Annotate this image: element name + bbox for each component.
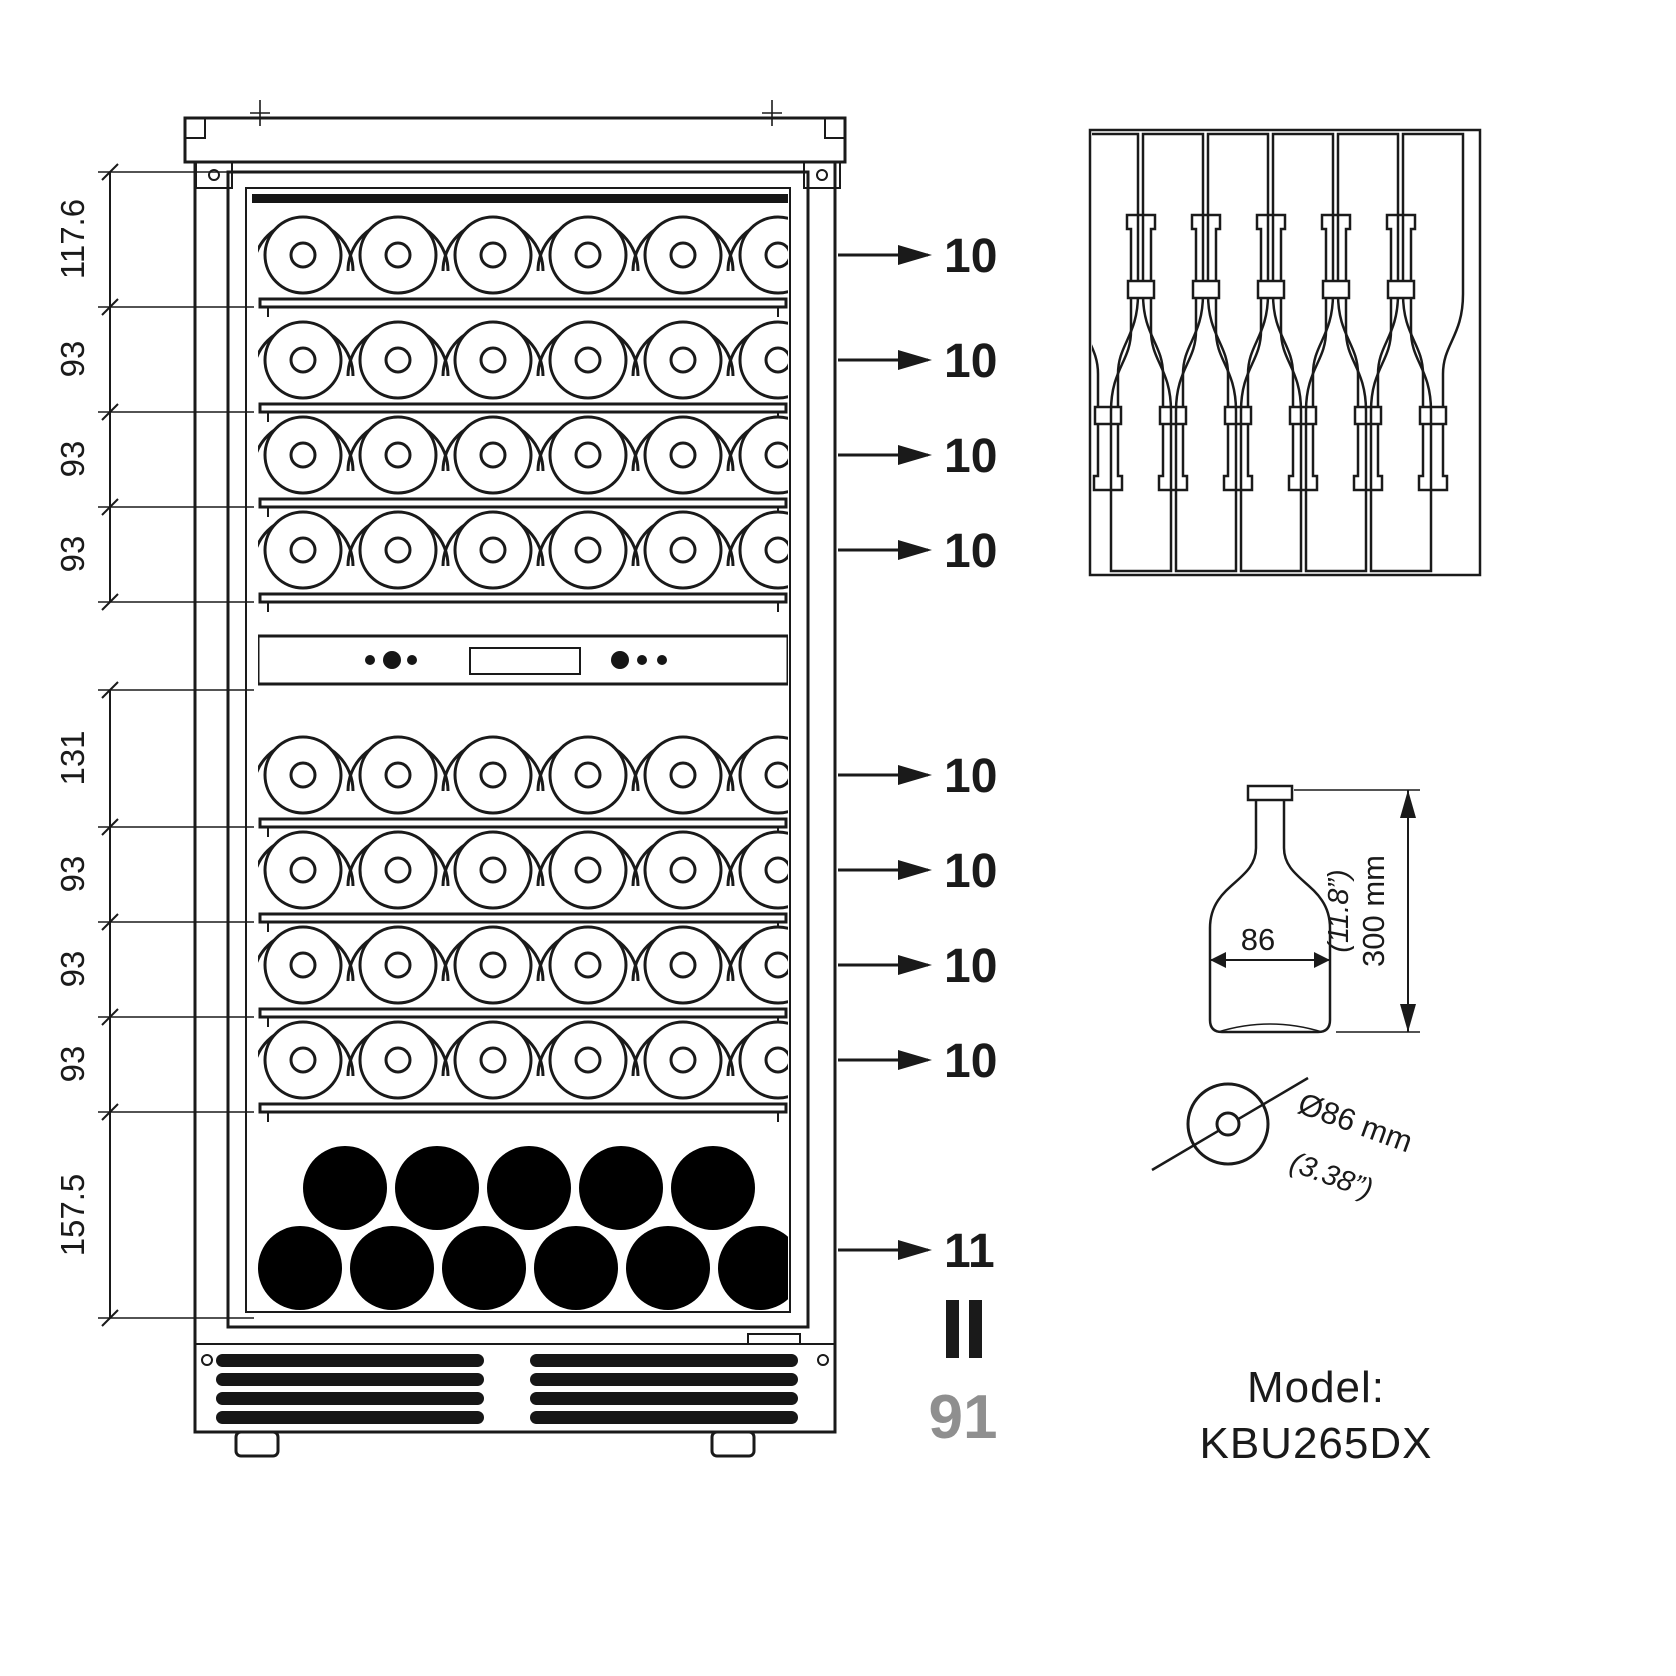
- bottle-size-detail: 86 300 mm (11.8”): [1208, 784, 1420, 1034]
- drain-cover: [747, 1333, 801, 1345]
- kick-panel: [195, 1333, 835, 1424]
- panel-button: [657, 655, 667, 665]
- bulk-row-upper: [303, 1146, 755, 1230]
- hinge-left: [195, 161, 233, 189]
- capacity-label-9: 11: [944, 1225, 995, 1278]
- dimension-label-4: 93: [54, 536, 91, 573]
- capacity-label-1: 10: [944, 230, 997, 283]
- bottle-outline: [1208, 800, 1332, 1034]
- bottle-arrangement-detail: [1088, 128, 1482, 577]
- panel-button: [407, 655, 417, 665]
- dimension-label-8: 93: [54, 1046, 91, 1083]
- dimension-label-5: 131: [54, 730, 91, 785]
- total-tally-mark: [946, 1300, 982, 1358]
- bottle-diameter-mm-label: Ø86 mm: [1294, 1086, 1418, 1160]
- capacity-label-5: 10: [944, 750, 997, 803]
- panel-display: [469, 647, 581, 675]
- bottle-diameter-in-label: (3.38”): [1286, 1147, 1377, 1206]
- panel-button: [611, 651, 629, 669]
- model-label: Model:: [1247, 1363, 1385, 1412]
- control-panel: [258, 634, 788, 686]
- bottle-diameter-detail: Ø86 mm (3.38”): [1151, 1076, 1418, 1206]
- capacity-label-3: 10: [944, 430, 997, 483]
- top-cap: [183, 100, 847, 164]
- model-number: KBU265DX: [1199, 1419, 1432, 1468]
- vent-grille-right: [530, 1354, 798, 1424]
- bottle-width-label: 86: [1241, 922, 1275, 957]
- glass-door: [226, 170, 810, 1329]
- dimension-label-3: 93: [54, 441, 91, 478]
- bottle-height-in-label: (11.8”): [1323, 869, 1355, 952]
- vent-grille-left: [216, 1354, 484, 1424]
- dimension-label-9: 157.5: [54, 1174, 91, 1257]
- total-capacity-label: 91: [929, 1383, 998, 1452]
- bottle-lip: [1246, 784, 1294, 802]
- dimension-label-2: 93: [54, 341, 91, 378]
- dimension-label-6: 93: [54, 856, 91, 893]
- capacity-label-4: 10: [944, 525, 997, 578]
- left-dimension-lines: 117.6 93 93 93 131 93 93 93 157.5: [54, 163, 254, 1327]
- panel-button: [365, 655, 375, 665]
- model-info: Model: KBU265DX: [1199, 1363, 1432, 1468]
- panel-button: [383, 651, 401, 669]
- screw: [201, 1354, 213, 1366]
- capacity-label-2: 10: [944, 335, 997, 388]
- alignment-mark: [762, 100, 782, 126]
- capacity-label-8: 10: [944, 1035, 997, 1088]
- alignment-mark: [250, 100, 270, 126]
- upright-bottles: [1109, 213, 1433, 573]
- dimension-label-7: 93: [54, 951, 91, 988]
- foot-right: [710, 1430, 756, 1458]
- hinge-right: [803, 161, 841, 189]
- cabinet-front-view: [183, 100, 847, 1458]
- capacity-label-6: 10: [944, 845, 997, 898]
- bottle-height-mm-label: 300 mm: [1356, 855, 1391, 967]
- screw: [817, 1354, 829, 1366]
- inverted-bottles: [1092, 132, 1465, 492]
- dimension-label-1: 117.6: [54, 199, 91, 279]
- panel-button: [637, 655, 647, 665]
- capacity-label-7: 10: [944, 940, 997, 993]
- foot-left: [234, 1430, 280, 1458]
- capacity-callouts: 10 10 10 10 10 10 10 10 11 91: [838, 230, 997, 1452]
